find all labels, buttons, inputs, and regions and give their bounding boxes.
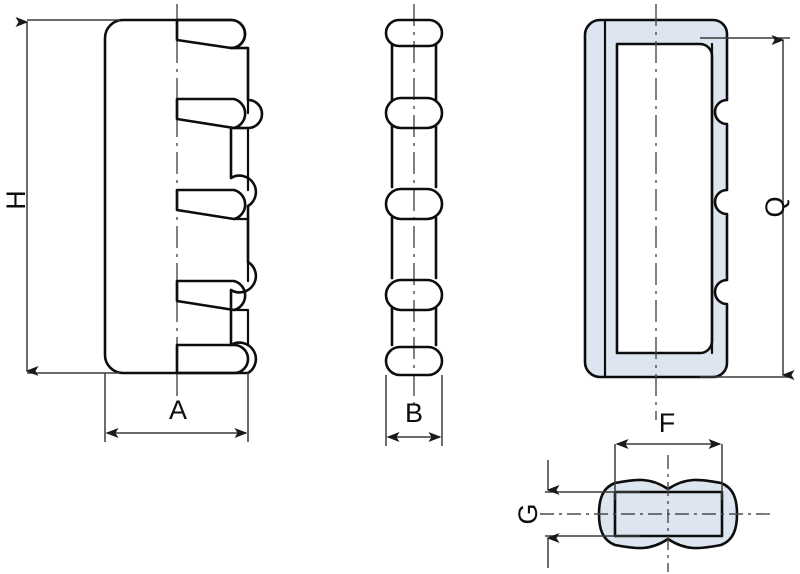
side-view: B: [384, 4, 444, 446]
dimension-H: H: [1, 17, 120, 376]
side-view-bead-5: [384, 345, 444, 377]
dimension-G: G: [513, 460, 640, 568]
rear-view: Q: [583, 4, 795, 420]
front-view-rib-3: [175, 188, 250, 283]
side-view-bead-3: [384, 187, 444, 221]
dimension-B: B: [385, 375, 443, 446]
side-view-bead-4: [384, 278, 444, 312]
dimension-G-label: G: [513, 503, 543, 524]
front-view-rib-5: [175, 343, 250, 375]
dimension-F: F: [614, 408, 723, 500]
dimension-H-label: H: [1, 190, 31, 210]
side-view-shaft: [390, 42, 438, 347]
dimension-A-label: A: [169, 395, 187, 425]
front-view: H A: [1, 4, 264, 442]
detail-view-body-outline: [597, 478, 739, 550]
side-view-bead-1: [384, 18, 444, 48]
front-view-body-outline: [103, 18, 264, 375]
rear-view-inner-cavity-fill: [617, 44, 712, 353]
front-view-rib-2: [175, 97, 250, 192]
dimension-Q-label: Q: [760, 196, 790, 217]
detail-view: F G: [513, 408, 775, 572]
dimension-B-label: B: [405, 398, 423, 428]
side-view-bead-2: [384, 96, 444, 130]
dimension-Q: Q: [700, 35, 795, 380]
dimension-F-label: F: [659, 408, 676, 438]
front-view-rib-1: [175, 18, 250, 101]
front-view-rib-4: [175, 279, 250, 347]
dimension-A: A: [104, 373, 249, 442]
rear-view-shell-outline: [583, 18, 729, 379]
